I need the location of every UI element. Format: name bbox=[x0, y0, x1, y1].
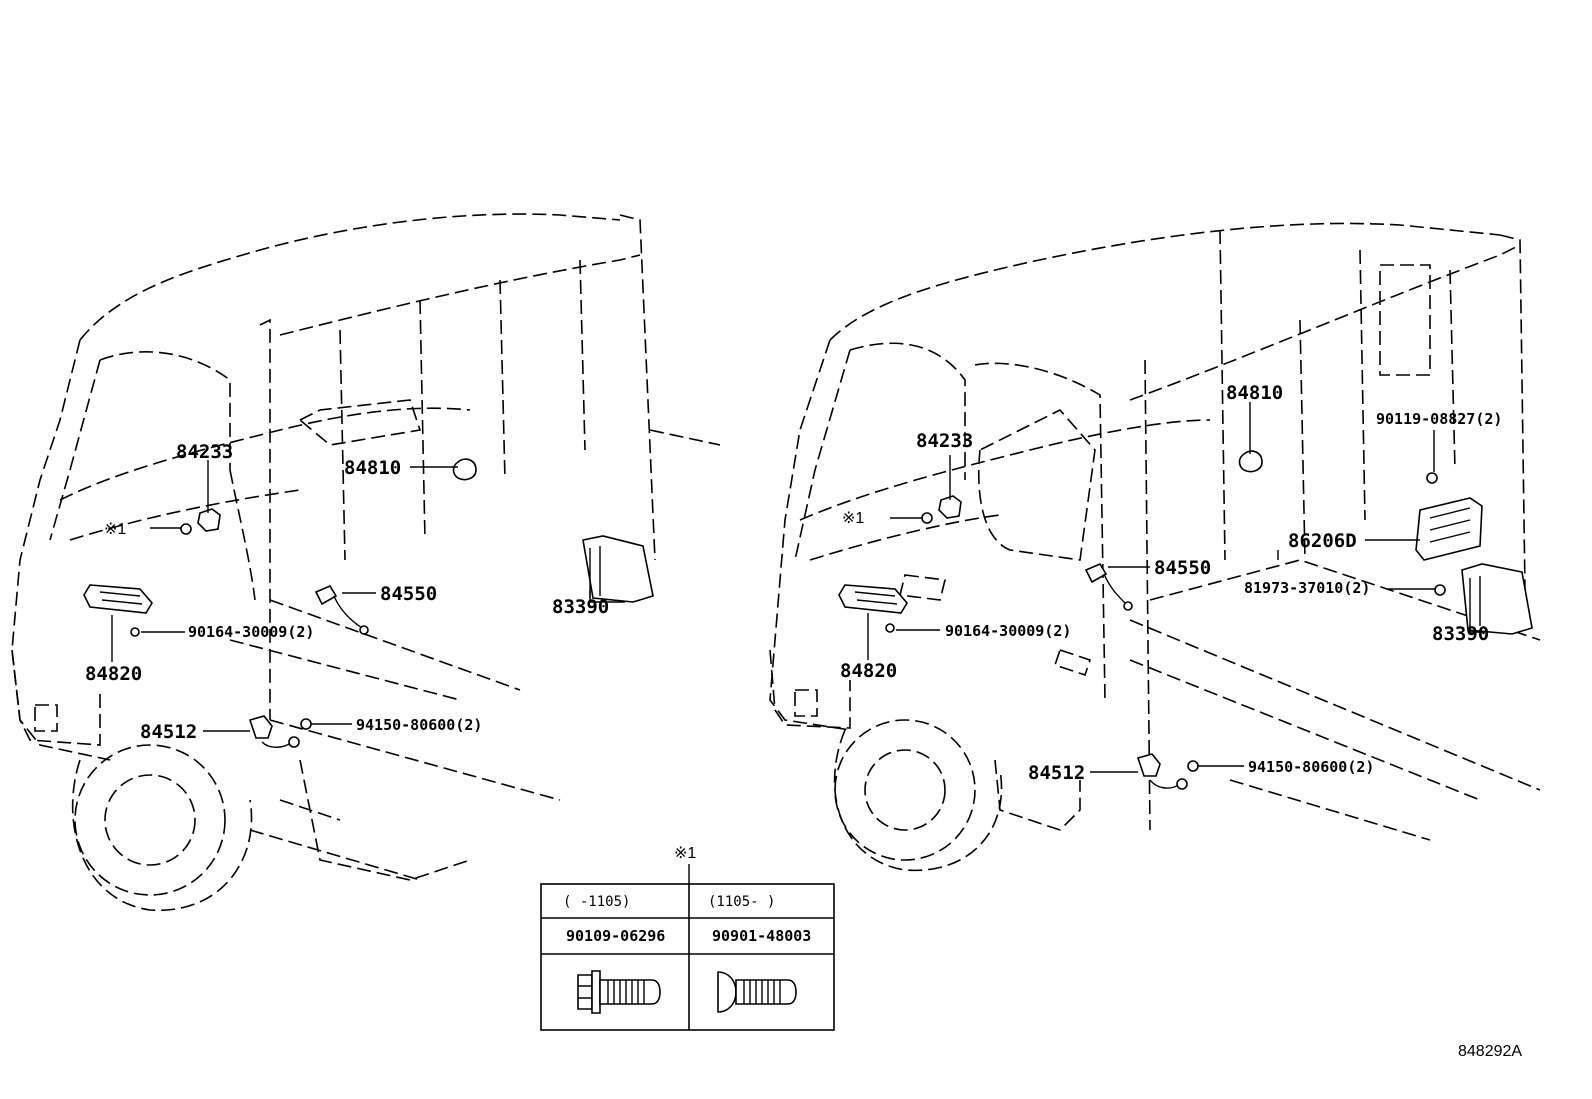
right-module-86206d-icon bbox=[1415, 497, 1483, 561]
left-sensor-84550-icon bbox=[314, 584, 338, 606]
left-label-mark1: ※1 bbox=[104, 521, 126, 538]
right-switch-84512-icon bbox=[1136, 753, 1161, 777]
legend-marker: ※1 bbox=[674, 845, 696, 862]
legend-col1-range: ( -1105) bbox=[563, 894, 630, 910]
legend-table: ※1 ( -1105) (1105- ) 90109-06296 90901-4… bbox=[540, 845, 835, 1031]
legend-col2-range: (1105- ) bbox=[708, 894, 775, 910]
left-horn-84810-icon bbox=[452, 458, 477, 481]
right-truck-illustration bbox=[769, 222, 1541, 872]
right-label-84820: 84820 bbox=[840, 660, 897, 682]
left-truck-illustration bbox=[11, 213, 721, 912]
left-switch-84233-icon bbox=[197, 508, 221, 532]
right-label-84233: 84233 bbox=[916, 430, 973, 452]
left-switch-84512-icon bbox=[248, 715, 273, 739]
left-screw-90164-icon bbox=[130, 627, 140, 637]
right-label-86206d: 86206D bbox=[1288, 530, 1357, 552]
left-label-90164: 90164-30009(2) bbox=[188, 623, 314, 641]
right-horn-84810-icon bbox=[1238, 450, 1263, 473]
legend-col1-part-no: 90109-06296 bbox=[566, 927, 665, 945]
right-label-84512: 84512 bbox=[1028, 762, 1085, 784]
right-label-90119: 90119-08827(2) bbox=[1376, 410, 1502, 428]
right-label-83390: 83390 bbox=[1432, 623, 1489, 645]
right-switch-84233-icon bbox=[938, 495, 962, 519]
right-switch-panel-84820-icon bbox=[838, 584, 908, 614]
right-label-84550: 84550 bbox=[1154, 557, 1211, 579]
right-label-84810: 84810 bbox=[1226, 382, 1283, 404]
figure-ref: 848292A bbox=[1458, 1043, 1522, 1060]
left-switch-panel-84820-icon bbox=[83, 584, 153, 614]
left-bolt-mark1-icon bbox=[180, 523, 192, 535]
right-label-90164: 90164-30009(2) bbox=[945, 622, 1071, 640]
left-components bbox=[83, 458, 654, 748]
right-sensor-84550-icon bbox=[1084, 562, 1108, 584]
left-nut-94150-icon bbox=[300, 718, 312, 730]
left-label-84810: 84810 bbox=[344, 457, 401, 479]
flange-bolt-icon bbox=[577, 970, 661, 1014]
left-label-94150: 94150-80600(2) bbox=[356, 716, 482, 734]
left-leader-lines bbox=[111, 460, 625, 732]
right-leader-lines bbox=[867, 402, 1485, 773]
left-label-84233: 84233 bbox=[176, 441, 233, 463]
right-nut-81973-icon bbox=[1434, 584, 1446, 596]
right-label-94150: 94150-80600(2) bbox=[1248, 758, 1374, 776]
right-label-mark1: ※1 bbox=[842, 510, 864, 527]
right-components bbox=[838, 450, 1533, 790]
left-label-84820: 84820 bbox=[85, 663, 142, 685]
left-label-84512: 84512 bbox=[140, 721, 197, 743]
legend-col2-part-no: 90901-48003 bbox=[712, 927, 811, 945]
left-label-83390: 83390 bbox=[552, 596, 609, 618]
left-bracket-83390-icon bbox=[582, 535, 654, 603]
right-bolt-90119-icon bbox=[1426, 472, 1438, 484]
pan-head-bolt-icon bbox=[717, 971, 797, 1013]
right-bolt-mark1-icon bbox=[921, 512, 933, 524]
right-label-81973: 81973-37010(2) bbox=[1244, 579, 1370, 597]
left-label-84550: 84550 bbox=[380, 583, 437, 605]
right-nut-94150-icon bbox=[1187, 760, 1199, 772]
right-screw-90164-icon bbox=[885, 623, 895, 633]
